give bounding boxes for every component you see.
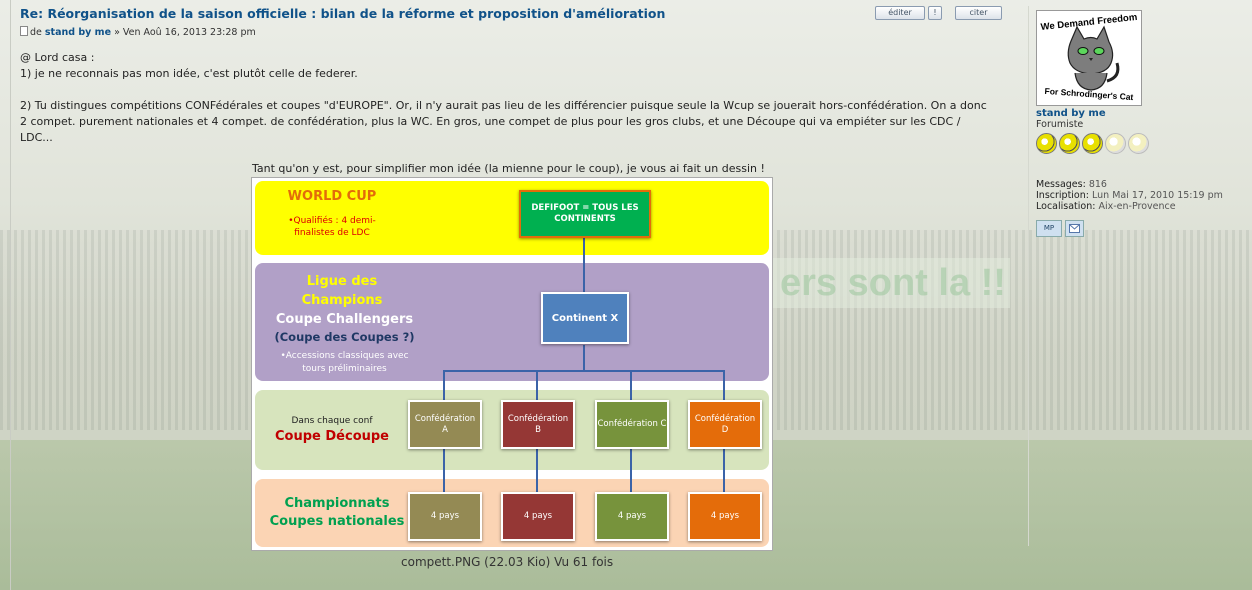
champions-league-band bbox=[255, 263, 769, 381]
post-title[interactable]: Re: Réorganisation de la saison officiel… bbox=[20, 6, 666, 21]
conf-label: B bbox=[535, 424, 541, 435]
conf-label: Confédération bbox=[694, 413, 756, 424]
connector-line bbox=[630, 370, 632, 400]
connector-line bbox=[583, 238, 585, 292]
access-note: tours préliminaires bbox=[302, 364, 387, 374]
access-note: •Accessions classiques avec bbox=[280, 351, 409, 361]
challengers-title: Coupe Challengers bbox=[275, 312, 414, 327]
rank-stars bbox=[1036, 133, 1151, 157]
inscription-label: Inscription: bbox=[1036, 190, 1089, 201]
cdc-title: (Coupe des Coupes ?) bbox=[274, 330, 415, 344]
connector-line bbox=[443, 370, 725, 372]
pays-box-a: 4 pays bbox=[408, 492, 482, 541]
edit-button[interactable]: éditer bbox=[875, 6, 925, 20]
profile-username[interactable]: stand by me bbox=[1036, 108, 1106, 119]
connector-line bbox=[443, 448, 445, 492]
world-cup-band bbox=[255, 181, 769, 255]
connector-line bbox=[536, 448, 538, 492]
profile-rank: Forumiste bbox=[1036, 119, 1084, 130]
ldc-title: Champions bbox=[301, 293, 383, 308]
continent-box: Continent X bbox=[541, 292, 629, 344]
post-date: » Ven Aoû 16, 2013 23:28 pm bbox=[114, 27, 256, 38]
rank-ball-empty-icon bbox=[1128, 133, 1149, 154]
world-cup-title: WORLD CUP bbox=[287, 189, 377, 204]
location-label: Localisation: bbox=[1036, 201, 1096, 212]
post-line: 2 compet. purement nationales et 4 compe… bbox=[20, 115, 961, 128]
inscription-date: Lun Mai 17, 2010 15:19 pm bbox=[1092, 190, 1223, 201]
confederation-d-box: Confédération D bbox=[688, 400, 762, 449]
connector-line bbox=[630, 448, 632, 492]
defifoot-label: DEFIFOOT = TOUS LES bbox=[531, 203, 639, 213]
messages-count: 816 bbox=[1088, 179, 1107, 190]
post-line: 1) je ne reconnais pas mon idée, c'est p… bbox=[20, 67, 358, 80]
competition-diagram-image[interactable]: WORLD CUP •Qualifiés : 4 demi- finaliste… bbox=[251, 177, 773, 551]
post-profile-divider bbox=[1028, 6, 1029, 546]
post-line bbox=[20, 82, 1010, 98]
post-line: 2) Tu distingues compétitions CONFédéral… bbox=[20, 99, 987, 112]
profile-stats: Messages: 816 Inscription: Lun Mai 17, 2… bbox=[1036, 179, 1223, 212]
conf-label: D bbox=[721, 424, 729, 435]
pays-box-b: 4 pays bbox=[501, 492, 575, 541]
pays-box-c: 4 pays bbox=[595, 492, 669, 541]
user-profile: stand by me Forumiste bbox=[1036, 108, 1151, 157]
post-meta: de stand by me » Ven Aoû 16, 2013 23:28 … bbox=[20, 26, 256, 38]
conf-note: Dans chaque conf bbox=[291, 416, 373, 426]
connector-line bbox=[583, 345, 585, 371]
user-avatar[interactable]: We Demand Freedom For Schrodinger's Cat bbox=[1036, 10, 1142, 106]
rank-ball-icon bbox=[1059, 133, 1080, 154]
post-author-link[interactable]: stand by me bbox=[44, 27, 112, 38]
background-banner-text: ers sont la !! bbox=[780, 262, 1006, 304]
private-message-button[interactable]: MP bbox=[1036, 220, 1062, 237]
rank-ball-icon bbox=[1036, 133, 1057, 154]
email-button[interactable] bbox=[1065, 220, 1084, 237]
conf-label: Confédération bbox=[414, 413, 476, 424]
conf-label: A bbox=[442, 424, 448, 435]
messages-label: Messages: bbox=[1036, 179, 1086, 190]
ldc-title: Ligue des bbox=[306, 274, 378, 289]
pays-box-d: 4 pays bbox=[688, 492, 762, 541]
defifoot-label: CONTINENTS bbox=[554, 214, 616, 224]
connector-line bbox=[723, 370, 725, 400]
championnats-title: Championnats bbox=[284, 496, 390, 511]
post-line: LDC... bbox=[20, 131, 53, 144]
world-cup-note: finalistes de LDC bbox=[294, 228, 370, 238]
left-border bbox=[10, 0, 11, 590]
confederation-a-box: Confédération A bbox=[408, 400, 482, 449]
rank-ball-icon bbox=[1082, 133, 1103, 154]
report-button[interactable]: ! bbox=[928, 6, 942, 20]
envelope-icon bbox=[1069, 224, 1080, 233]
location-value: Aix-en-Provence bbox=[1098, 201, 1176, 212]
connector-line bbox=[443, 370, 445, 400]
decoupe-title: Coupe Découpe bbox=[275, 429, 389, 444]
background-banner bbox=[770, 258, 1010, 308]
world-cup-note: •Qualifiés : 4 demi- bbox=[288, 216, 376, 226]
cat-icon bbox=[1067, 25, 1120, 91]
connector-line bbox=[536, 370, 538, 400]
image-caption: Tant qu'on y est, pour simplifier mon id… bbox=[252, 162, 765, 175]
quote-button[interactable]: citer bbox=[955, 6, 1002, 20]
rank-ball-empty-icon bbox=[1105, 133, 1126, 154]
meta-prefix: de bbox=[30, 27, 42, 38]
post-content: @ Lord casa : 1) je ne reconnais pas mon… bbox=[20, 50, 1010, 146]
post-line: @ Lord casa : bbox=[20, 51, 95, 64]
connector-line bbox=[723, 448, 725, 492]
post-icon[interactable] bbox=[20, 26, 28, 36]
conf-label: Confédération bbox=[507, 413, 569, 424]
coupes-nationales-title: Coupes nationales bbox=[269, 514, 405, 529]
confederation-c-box: Confédération C bbox=[595, 400, 669, 449]
confederation-b-box: Confédération B bbox=[501, 400, 575, 449]
attachment-info: compett.PNG (22.03 Kio) Vu 61 fois bbox=[401, 555, 614, 569]
defifoot-box: DEFIFOOT = TOUS LES CONTINENTS bbox=[519, 190, 651, 238]
